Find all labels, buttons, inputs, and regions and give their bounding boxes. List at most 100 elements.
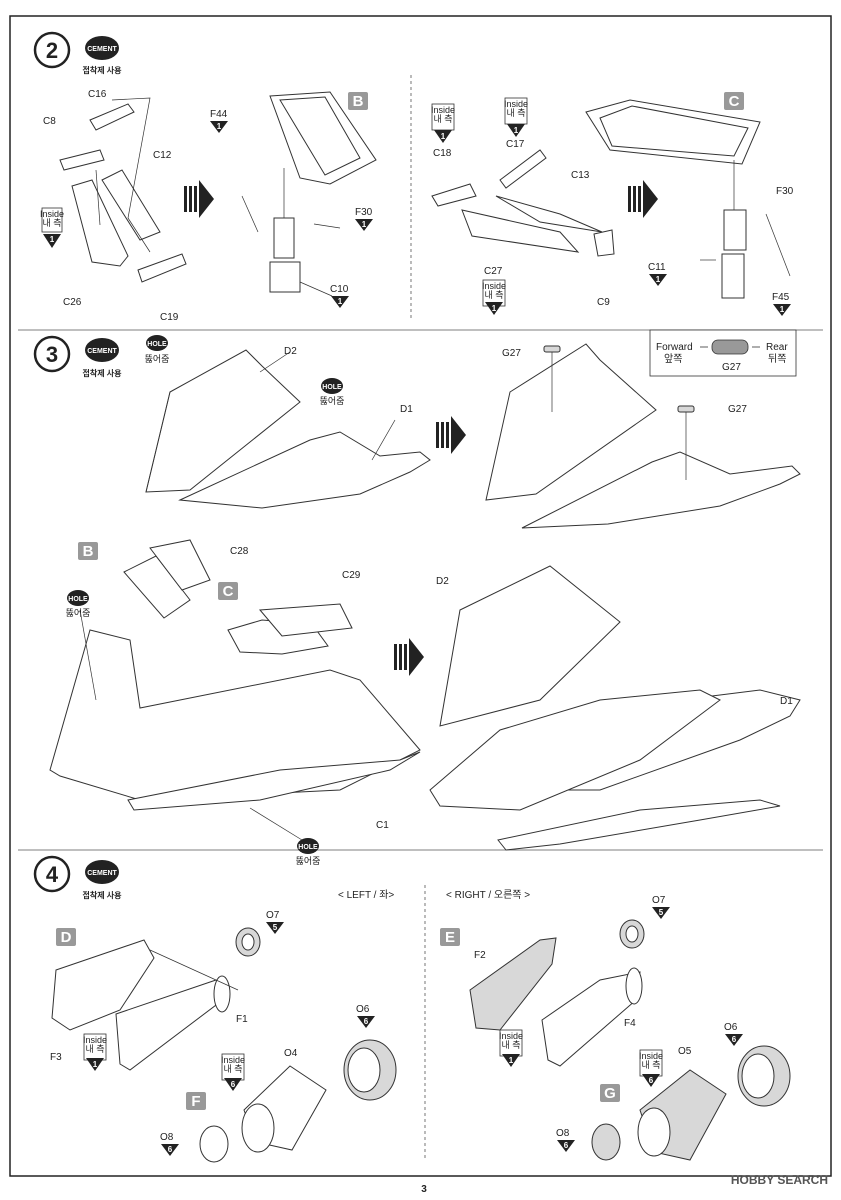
svg-text:내 측: 내 측 — [506, 108, 525, 118]
svg-text:1: 1 — [50, 235, 55, 244]
label-c16: C16 — [88, 89, 107, 100]
svg-text:앞쪽: 앞쪽 — [664, 353, 682, 365]
svg-text:6: 6 — [364, 1017, 369, 1026]
svg-text:Inside: Inside — [40, 209, 64, 219]
svg-text:1: 1 — [93, 1060, 98, 1069]
page-frame — [9, 15, 832, 1177]
svg-text:HOLE: HOLE — [298, 844, 318, 851]
svg-text:6: 6 — [564, 1141, 569, 1150]
fuselage-assembled — [429, 565, 801, 851]
label-f30: F30 — [776, 186, 794, 197]
label-c18: C18 — [433, 148, 452, 159]
part-g27 — [543, 345, 561, 353]
svg-text:내 측: 내 측 — [484, 290, 503, 300]
svg-text:E: E — [445, 929, 455, 946]
engine-o5 — [637, 1069, 727, 1161]
svg-text:내 측: 내 측 — [85, 1044, 104, 1054]
svg-text:내 측: 내 측 — [223, 1064, 242, 1074]
label-f30: F30 — [355, 207, 373, 218]
cement-badge: CEMENT 접착제 사용 — [82, 36, 122, 75]
page-number: 3 — [421, 1184, 427, 1195]
label-f44: F44 — [210, 109, 228, 120]
svg-text:1: 1 — [217, 122, 222, 131]
svg-text:6: 6 — [231, 1080, 236, 1089]
subassembly-tag-d: D — [56, 928, 76, 946]
label-o6: O6 — [356, 1004, 370, 1015]
exhaust-o6 — [343, 1039, 397, 1101]
fuselage-c1-exploded — [49, 609, 421, 841]
seat-parts-right — [431, 149, 615, 257]
svg-text:G27: G27 — [722, 362, 741, 373]
step-number: 2 — [46, 38, 58, 63]
svg-text:Inside: Inside — [482, 281, 506, 291]
step-number: 3 — [46, 342, 58, 367]
svg-text:B: B — [353, 93, 364, 110]
step-number-circle — [33, 31, 71, 69]
label-d2: D2 — [436, 576, 449, 587]
wing-d2-with-g27 — [485, 343, 657, 501]
svg-text:접착제 사용: 접착제 사용 — [82, 65, 122, 75]
subassembly-tag-c: C — [218, 582, 238, 600]
label-c11: C11 — [648, 262, 666, 273]
engine-o4 — [241, 1065, 327, 1153]
svg-text:HOLE: HOLE — [68, 596, 88, 603]
svg-text:접착제 사용: 접착제 사용 — [82, 890, 122, 900]
svg-text:내 측: 내 측 — [433, 114, 452, 124]
orientation-guide: Forward 앞쪽 Rear 뒤쪽 G27 — [649, 329, 797, 377]
intake-right — [469, 937, 643, 1067]
inside-badge: Inside 내 측 1 — [499, 1029, 523, 1067]
svg-text:G: G — [604, 1085, 616, 1102]
label-f4: F4 — [624, 1018, 636, 1029]
wing-d1 — [178, 419, 431, 509]
svg-text:C: C — [729, 93, 740, 110]
svg-text:내 측: 내 측 — [641, 1060, 660, 1070]
svg-text:6: 6 — [168, 1145, 173, 1154]
assembly-c — [585, 99, 791, 299]
label-o5: O5 — [678, 1046, 692, 1057]
svg-text:1: 1 — [362, 220, 367, 229]
step-3: 3 CEMENT 접착제 사용 HOLE 뚫어줌 HOLE 뚫어줌 D2 D1 — [33, 329, 801, 866]
label-f1: F1 — [236, 1014, 248, 1025]
svg-text:Inside: Inside — [431, 105, 455, 115]
svg-text:1: 1 — [656, 275, 661, 284]
label-d1: D1 — [400, 404, 413, 415]
label-o7: O7 — [266, 910, 280, 921]
hole-badge: HOLE 뚫어줌 — [145, 335, 170, 364]
label-c17: C17 — [506, 139, 525, 150]
intake-left — [51, 939, 239, 1071]
hole-badge: HOLE 뚫어줌 — [296, 838, 320, 866]
inside-badge: Inside 내 측 1 — [504, 97, 528, 137]
part-g27 — [677, 405, 695, 413]
step-4: 4 CEMENT 접착제 사용 < LEFT / 좌> < RIGHT / 오른… — [33, 855, 791, 1163]
svg-text:5: 5 — [659, 908, 664, 917]
hole-badge: HOLE 뚫어줌 — [320, 378, 344, 406]
subassembly-tag-g: G — [600, 1084, 620, 1102]
wing-d2 — [145, 349, 301, 493]
svg-text:뚫어줌: 뚫어줌 — [66, 608, 91, 618]
svg-text:Inside: Inside — [639, 1051, 663, 1061]
label-f3: F3 — [50, 1052, 62, 1063]
step-number: 4 — [46, 862, 59, 887]
svg-text:Inside: Inside — [499, 1031, 523, 1041]
label-o8: O8 — [160, 1132, 174, 1143]
svg-text:1: 1 — [780, 305, 785, 314]
svg-text:CEMENT: CEMENT — [87, 46, 117, 53]
inside-badge: Inside 내 측 1 — [40, 207, 64, 248]
label-g27: G27 — [502, 348, 521, 359]
label-c27: C27 — [484, 266, 503, 277]
inside-badge: Inside 내 측 6 — [639, 1049, 663, 1087]
svg-text:CEMENT: CEMENT — [87, 870, 117, 877]
label-c1: C1 — [376, 820, 389, 831]
right-title: < RIGHT / 오른쪽 > — [446, 889, 530, 901]
svg-text:HOLE: HOLE — [322, 384, 342, 391]
subassembly-tag-b: B — [348, 92, 368, 110]
svg-text:뚫어줌: 뚫어줌 — [145, 354, 170, 364]
hole-badge: HOLE 뚫어줌 — [66, 590, 91, 618]
svg-text:D: D — [61, 929, 72, 946]
svg-text:1: 1 — [509, 1056, 514, 1065]
svg-text:HOLE: HOLE — [147, 341, 167, 348]
svg-text:Inside: Inside — [504, 99, 528, 109]
left-title: < LEFT / 좌> — [338, 889, 394, 901]
svg-text:Inside: Inside — [83, 1035, 107, 1045]
